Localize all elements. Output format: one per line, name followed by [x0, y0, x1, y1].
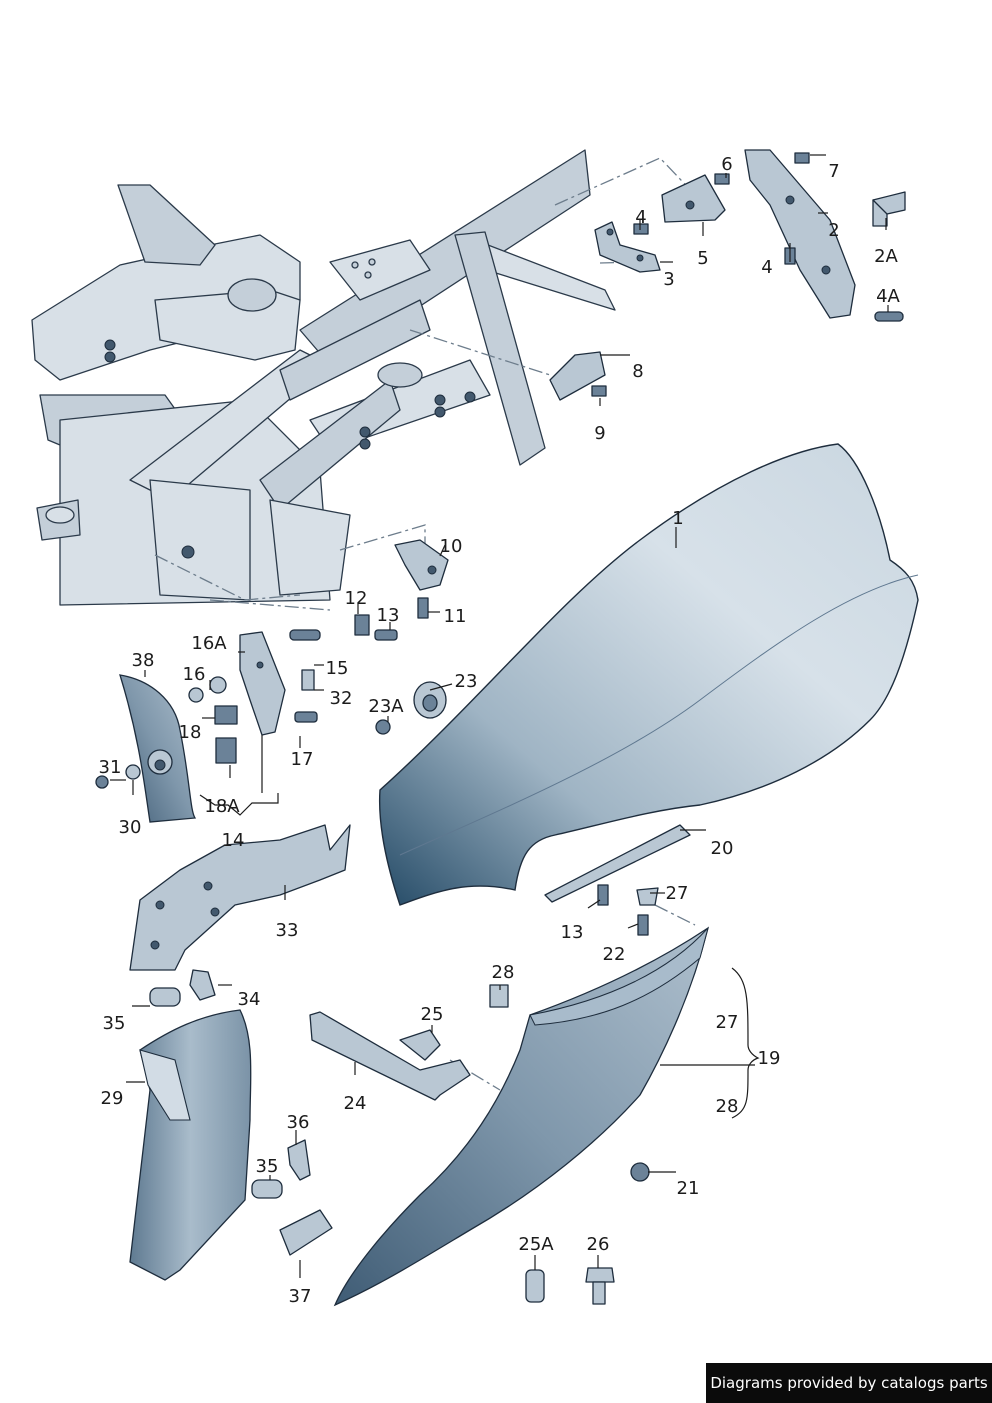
callout-29: 29 [101, 1088, 124, 1109]
callout-34: 34 [238, 989, 261, 1010]
rivet-25A-bolt-26 [525, 1267, 615, 1305]
callout-28-upper: 28 [492, 962, 515, 983]
callout-4-lower: 4 [761, 257, 772, 278]
callout-30: 30 [119, 817, 142, 838]
callout-27-bracket: 27 [716, 1012, 739, 1033]
plugs-35 [149, 987, 283, 1199]
callout-35-left: 35 [103, 1013, 126, 1034]
callout-36: 36 [287, 1112, 310, 1133]
callout-17: 17 [291, 749, 314, 770]
callout-14: 14 [222, 830, 245, 851]
mount-23 [413, 681, 447, 719]
callout-9: 9 [594, 423, 605, 444]
callout-35-right: 35 [256, 1156, 279, 1177]
callout-18: 18 [179, 722, 202, 743]
callout-23A: 23A [368, 696, 404, 717]
callout-25: 25 [421, 1004, 444, 1025]
callout-18A: 18A [204, 796, 240, 817]
callout-37: 37 [289, 1286, 312, 1307]
screw-23A [375, 719, 391, 735]
callout-5: 5 [697, 248, 708, 269]
callout-15: 15 [326, 658, 349, 679]
callout-20: 20 [711, 838, 734, 859]
diagram-credit-banner[interactable]: Diagrams provided by catalogs parts [706, 1363, 992, 1403]
callout-4-upper: 4 [635, 207, 646, 228]
callout-27-upper: 27 [666, 883, 689, 904]
clip-34 [189, 969, 216, 1001]
callout-16A: 16A [191, 633, 227, 654]
clips-15-16-18-32 [188, 614, 398, 764]
bracket-24-25 [309, 984, 509, 1101]
stud-2A [872, 191, 906, 227]
bracket-10 [394, 539, 449, 591]
callout-6: 6 [721, 154, 732, 175]
support-arm-2 [744, 149, 856, 319]
pillar-29 [129, 1009, 252, 1281]
callout-25A: 25A [518, 1234, 554, 1255]
callout-22: 22 [603, 944, 626, 965]
callout-labels: 1 2 2A 3 4 4 4A 5 6 7 8 9 10 11 12 13 13… [99, 154, 901, 1307]
callout-21: 21 [677, 1178, 700, 1199]
callout-13-lower: 13 [561, 922, 584, 943]
callout-8: 8 [632, 361, 643, 382]
callout-2: 2 [828, 220, 839, 241]
wheelhouse-liner-19 [333, 926, 710, 1307]
callout-16: 16 [183, 664, 206, 685]
callout-2A: 2A [874, 246, 898, 267]
callout-1: 1 [672, 508, 683, 529]
screw-21 [630, 1162, 650, 1182]
bracket-33 [129, 824, 351, 971]
callout-33: 33 [276, 920, 299, 941]
callout-26: 26 [587, 1234, 610, 1255]
bracket-36-block-37 [279, 1139, 333, 1256]
callout-31: 31 [99, 757, 122, 778]
rear-fender-panel-1 [378, 443, 919, 906]
bracket-3 [594, 221, 661, 273]
callout-13-upper: 13 [377, 605, 400, 626]
callout-3: 3 [663, 269, 674, 290]
body-frame-structure [31, 149, 616, 606]
leader-lines [110, 154, 889, 1278]
callout-28-bracket: 28 [716, 1096, 739, 1117]
callout-23: 23 [455, 671, 478, 692]
bracket-5 [661, 174, 726, 223]
callout-38: 38 [132, 650, 155, 671]
trim-strip-20 [544, 824, 691, 936]
callout-32: 32 [330, 688, 353, 709]
callout-10: 10 [440, 536, 463, 557]
bracket-8 [549, 351, 606, 401]
fasteners-30-31 [95, 764, 141, 789]
callout-11: 11 [444, 606, 467, 627]
callout-4A: 4A [876, 286, 900, 307]
callout-7: 7 [828, 161, 839, 182]
callout-24: 24 [344, 1093, 367, 1114]
panel-38 [119, 674, 197, 823]
bracket-16A [239, 631, 286, 736]
callout-12: 12 [345, 588, 368, 609]
callout-19: 19 [758, 1048, 781, 1069]
